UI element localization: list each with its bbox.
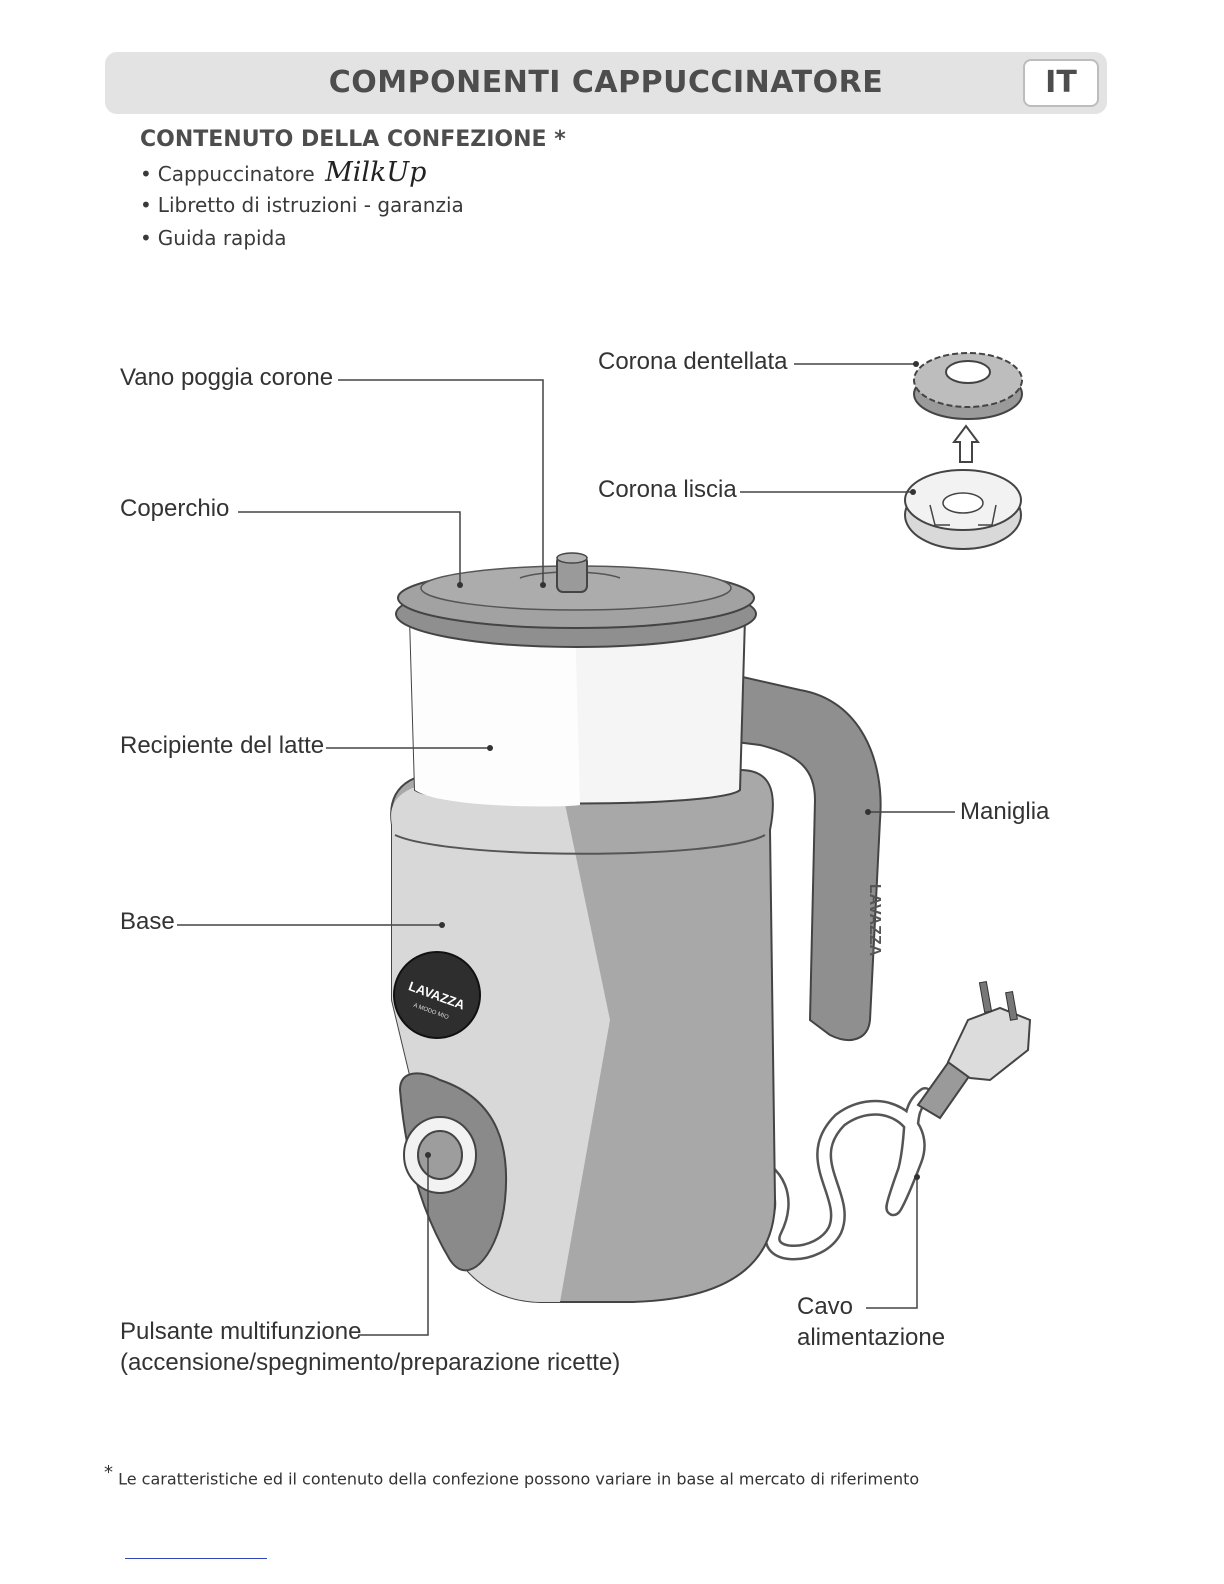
package-contents: CONTENUTO DELLA CONFEZIONE * Cappuccinat… [140, 127, 566, 255]
language-badge: IT [1023, 59, 1099, 107]
label-pulsante: Pulsante multifunzione [120, 1318, 362, 1345]
label-corona-liscia: Corona liscia [598, 476, 737, 503]
plug-icon [916, 980, 1032, 1120]
package-contents-list: Cappuccinatore MilkUp Libretto di istruz… [140, 156, 566, 255]
label-vano-poggia-corone: Vano poggia corone [120, 364, 334, 391]
label-recipiente: Recipiente del latte [120, 732, 325, 759]
list-item: Guida rapida [140, 222, 566, 255]
power-cord [739, 1089, 931, 1258]
toothed-crown-icon [913, 352, 1023, 420]
label-coperchio: Coperchio [120, 495, 230, 522]
page-title: COMPONENTI CAPPUCCINATORE [328, 65, 884, 100]
footer-rule [125, 1558, 267, 1559]
svg-text:LAVAZZA: LAVAZZA [866, 884, 883, 957]
milkup-logo: MilkUp [325, 157, 427, 188]
header-bar: COMPONENTI CAPPUCCINATORE IT [105, 52, 1107, 114]
leader-lines [177, 363, 955, 1336]
label-corona-dentellata: Corona dentellata [598, 348, 788, 375]
label-maniglia: Maniglia [960, 798, 1050, 825]
list-item: Libretto di istruzioni - garanzia [140, 189, 566, 222]
footnote: * Le caratteristiche ed il contenuto del… [104, 1462, 920, 1489]
arrow-up-icon [952, 424, 980, 463]
label-pulsante-desc: (accensione/spegnimento/preparazione ric… [120, 1349, 621, 1376]
package-contents-title: CONTENUTO DELLA CONFEZIONE * [140, 127, 566, 152]
smooth-crown-icon [904, 469, 1022, 550]
lavazza-badge [393, 951, 481, 1039]
label-base: Base [120, 908, 175, 935]
list-item: Cappuccinatore MilkUp [140, 156, 566, 189]
label-cavo-2: alimentazione [797, 1324, 946, 1351]
label-cavo: Cavo [797, 1293, 854, 1320]
